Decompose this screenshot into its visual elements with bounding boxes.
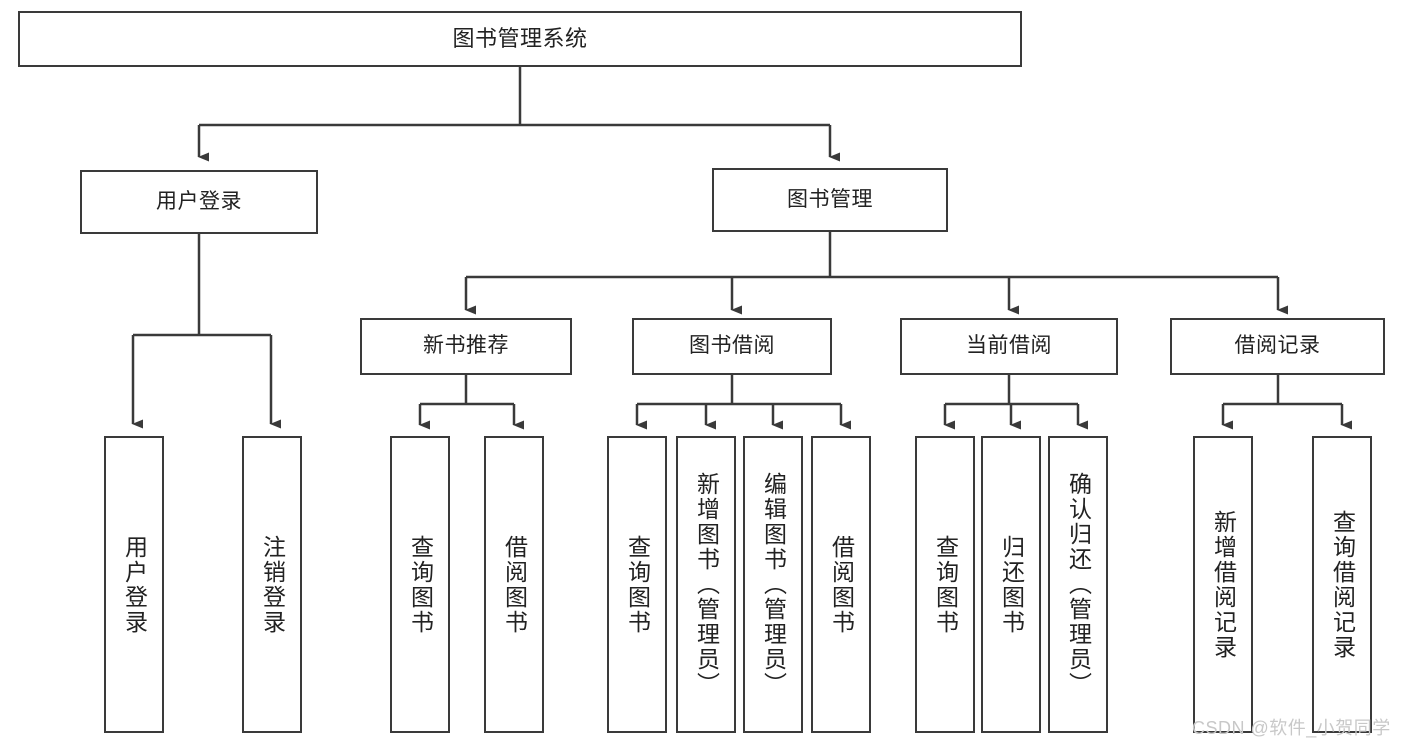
- leaf-current-confirm-return[interactable]: 确认归还（管理员）: [1048, 436, 1108, 733]
- node-book-borrow[interactable]: 图书借阅: [632, 318, 832, 375]
- node-label: 确认归还（管理员）: [1065, 472, 1092, 697]
- node-label: 图书管理系统: [452, 26, 588, 52]
- node-label: 查询图书: [407, 534, 434, 635]
- node-label: 用户登录: [156, 189, 242, 213]
- node-label: 查询借阅记录: [1329, 509, 1356, 660]
- leaf-current-return-book[interactable]: 归还图书: [981, 436, 1041, 733]
- csdn-watermark: CSDN @软件_小贺同学: [1192, 718, 1391, 738]
- node-new-book-recommend[interactable]: 新书推荐: [360, 318, 572, 375]
- leaf-borrow-add-book[interactable]: 新增图书（管理员）: [676, 436, 736, 733]
- node-label: 借阅记录: [1234, 334, 1321, 358]
- node-current-borrow[interactable]: 当前借阅: [900, 318, 1118, 375]
- node-label: 当前借阅: [966, 334, 1052, 358]
- node-label: 查询图书: [624, 534, 651, 635]
- node-label: 借阅图书: [501, 534, 528, 635]
- node-label: 新增借阅记录: [1210, 509, 1237, 660]
- leaf-borrow-query-book[interactable]: 查询图书: [607, 436, 667, 733]
- node-label: 注销登录: [259, 534, 286, 635]
- node-label: 编辑图书（管理员）: [760, 472, 787, 697]
- leaf-borrow-borrow-book[interactable]: 借阅图书: [811, 436, 871, 733]
- leaf-record-add[interactable]: 新增借阅记录: [1193, 436, 1253, 733]
- leaf-record-query[interactable]: 查询借阅记录: [1312, 436, 1372, 733]
- leaf-user-login[interactable]: 用户登录: [104, 436, 164, 733]
- leaf-recommend-query-book[interactable]: 查询图书: [390, 436, 450, 733]
- node-label: 借阅图书: [828, 534, 855, 635]
- node-label: 图书借阅: [689, 334, 775, 358]
- node-label: 归还图书: [998, 534, 1025, 635]
- node-root-system[interactable]: 图书管理系统: [18, 11, 1022, 67]
- node-label: 图书管理: [787, 187, 873, 211]
- node-label: 新增图书（管理员）: [693, 472, 720, 697]
- node-book-management[interactable]: 图书管理: [712, 168, 948, 232]
- node-user-login[interactable]: 用户登录: [80, 170, 318, 234]
- leaf-borrow-edit-book[interactable]: 编辑图书（管理员）: [743, 436, 803, 733]
- node-borrow-record[interactable]: 借阅记录: [1170, 318, 1385, 375]
- node-label: 用户登录: [121, 534, 148, 635]
- node-label: 新书推荐: [423, 334, 509, 358]
- leaf-current-query-book[interactable]: 查询图书: [915, 436, 975, 733]
- leaf-logout[interactable]: 注销登录: [242, 436, 302, 733]
- leaf-recommend-borrow-book[interactable]: 借阅图书: [484, 436, 544, 733]
- node-label: 查询图书: [932, 534, 959, 635]
